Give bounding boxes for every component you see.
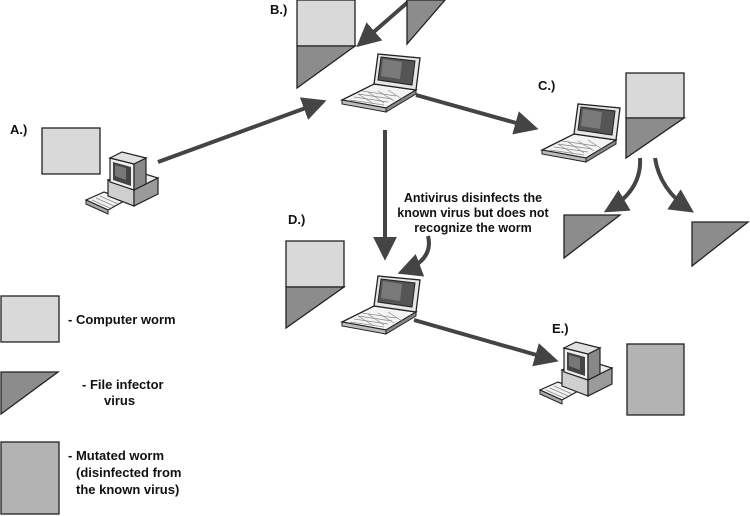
label-e: E.) — [552, 321, 569, 336]
legend: - Computer worm - File infector virus - … — [0, 295, 181, 515]
legend-worm-label: - Computer worm — [68, 312, 176, 327]
mutated-worm-e — [626, 343, 685, 416]
worm-b — [296, 0, 356, 47]
annotation-line-2: known virus but does not — [397, 206, 549, 220]
worm-d — [285, 240, 345, 288]
virus-c — [625, 117, 687, 160]
arrow-annotation-to-d — [397, 235, 431, 277]
virus-c-right — [691, 221, 750, 268]
worm-a — [41, 127, 101, 175]
desktop-computer-icon — [539, 341, 613, 405]
arrow-into-b — [356, 0, 410, 48]
flow-arrows — [157, 0, 694, 367]
virus-b — [296, 45, 358, 90]
legend-mutated-label-3: the known virus) — [76, 482, 179, 497]
virus-c-left — [563, 214, 622, 260]
arrow-c-split-right — [653, 157, 694, 213]
laptop-computer-icon — [541, 103, 621, 163]
arrow-a-to-b — [157, 97, 327, 164]
legend-mutated-swatch — [0, 441, 60, 515]
annotation-line-3: recognize the worm — [414, 221, 531, 235]
label-d: D.) — [288, 212, 305, 227]
legend-worm-swatch — [0, 295, 60, 343]
legend-virus-label-1: - File infector — [82, 377, 164, 392]
arrow-b-to-c — [415, 93, 539, 135]
arrow-c-split-left — [603, 157, 643, 213]
label-c: C.) — [538, 78, 555, 93]
legend-virus-label-2: virus — [104, 393, 135, 408]
legend-mutated-label-2: (disinfected from — [76, 465, 181, 480]
laptop-computer-icon — [341, 53, 421, 113]
arrow-d-to-e — [413, 318, 559, 367]
antivirus-annotation: Antivirus disinfects the known virus but… — [397, 191, 549, 235]
label-b: B.) — [270, 2, 287, 17]
label-a: A.) — [10, 122, 27, 137]
virus-d — [285, 286, 347, 330]
worm-c — [625, 72, 685, 119]
legend-mutated-label-1: - Mutated worm — [68, 448, 164, 463]
virus-incoming-b — [406, 0, 446, 46]
annotation-line-1: Antivirus disinfects the — [404, 191, 542, 205]
legend-virus-swatch — [0, 371, 60, 416]
laptop-computer-icon — [341, 275, 421, 335]
